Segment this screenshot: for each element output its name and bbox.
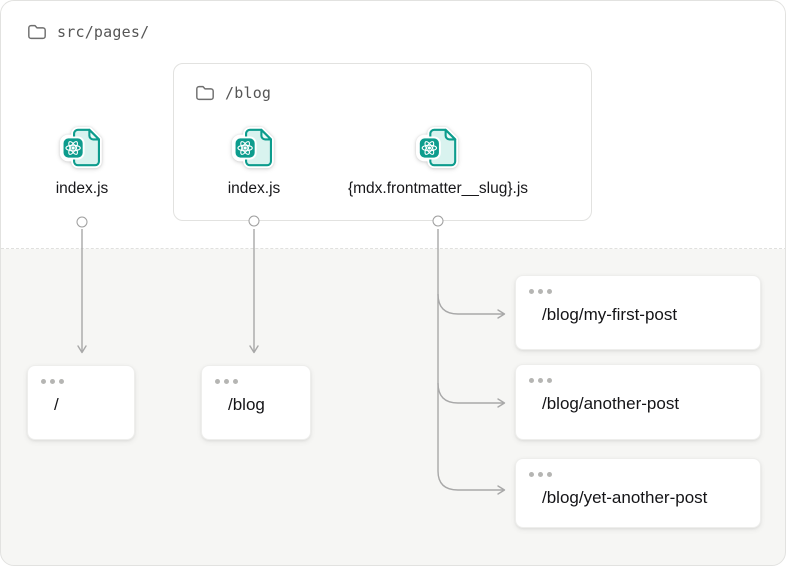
browser-window-dots-icon: [529, 472, 750, 477]
src-pages-label: src/pages/: [57, 23, 150, 41]
route-card-my-first-post: /blog/my-first-post: [515, 275, 761, 350]
route-url: /blog/yet-another-post: [542, 488, 708, 507]
connector-dot-index-blog: [248, 215, 260, 227]
react-file-icon: [60, 126, 103, 169]
folder-icon: [28, 24, 46, 40]
blog-folder-label: /blog: [225, 84, 272, 102]
connector-dot-index-root: [76, 216, 88, 228]
src-pages-heading: src/pages/: [27, 23, 149, 41]
route-url: /blog/another-post: [542, 394, 680, 413]
browser-window-dots-icon: [529, 289, 750, 294]
blog-folder-heading: /blog: [195, 84, 271, 102]
browser-window-dots-icon: [529, 378, 750, 383]
browser-window-dots-icon: [41, 379, 124, 384]
folder-icon: [196, 85, 214, 101]
route-card-blog: /blog: [201, 365, 311, 440]
route-url: /blog: [228, 395, 265, 414]
route-url: /: [54, 395, 59, 414]
file-name: index.js: [55, 180, 109, 197]
file-node-mdx-slug: {mdx.frontmatter__slug}.js: [348, 126, 528, 197]
file-node-index-root: index.js: [55, 126, 109, 197]
connector-dot-mdx-slug: [432, 215, 444, 227]
file-name: {mdx.frontmatter__slug}.js: [347, 180, 529, 197]
react-atom-icon: [65, 141, 82, 155]
react-file-icon: [232, 126, 275, 169]
route-card-another-post: /blog/another-post: [515, 364, 761, 440]
file-name: index.js: [227, 180, 281, 197]
file-node-index-blog: index.js: [227, 126, 281, 197]
route-url: /blog/my-first-post: [542, 305, 678, 324]
route-card-root: /: [27, 365, 135, 440]
react-file-icon: [416, 126, 459, 169]
route-card-yet-another-post: /blog/yet-another-post: [515, 458, 761, 528]
browser-window-dots-icon: [215, 379, 300, 384]
